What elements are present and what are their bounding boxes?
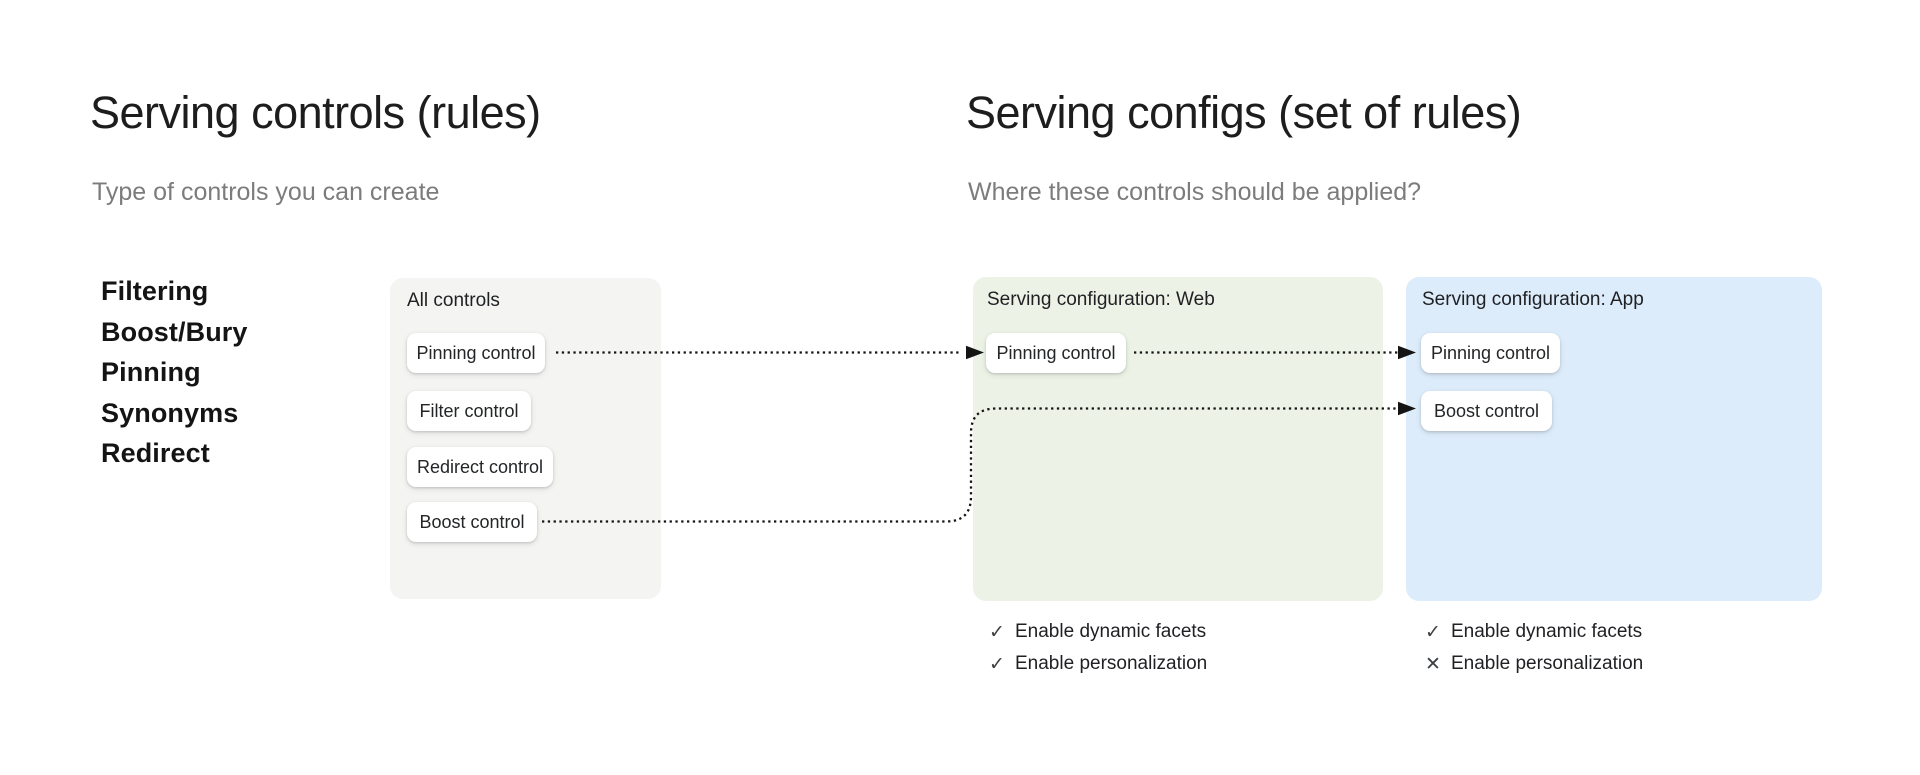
boost-control-chip: Boost control bbox=[407, 502, 537, 542]
app-config-card: Serving configuration: App Pinning contr… bbox=[1406, 277, 1822, 601]
filter-control-chip: Filter control bbox=[407, 391, 531, 431]
feature-label: Enable personalization bbox=[1451, 653, 1644, 674]
control-type-synonyms: Synonyms bbox=[101, 397, 239, 428]
app-config-card-label: Serving configuration: App bbox=[1422, 289, 1644, 310]
feature-label: Enable dynamic facets bbox=[1451, 621, 1643, 642]
left-section-subtitle: Type of controls you can create bbox=[92, 178, 440, 206]
control-type-pinning: Pinning bbox=[101, 357, 201, 387]
web-config-card: Serving configuration: Web Pinning contr… bbox=[973, 277, 1383, 601]
web-pinning-control-chip: Pinning control bbox=[986, 333, 1126, 373]
web-config-card-label: Serving configuration: Web bbox=[987, 289, 1215, 310]
app-feature-dynamic-facets: ✓ Enable dynamic facets bbox=[1425, 621, 1642, 643]
control-type-list: Filtering Boost/Bury Pinning Synonyms Re… bbox=[101, 271, 248, 474]
pinning-control-chip: Pinning control bbox=[407, 333, 545, 373]
check-icon: ✓ bbox=[989, 621, 1005, 643]
control-type-boost-bury: Boost/Bury bbox=[101, 316, 248, 347]
feature-label: Enable dynamic facets bbox=[1015, 621, 1207, 642]
check-icon: ✓ bbox=[989, 653, 1005, 675]
control-type-redirect: Redirect bbox=[101, 438, 210, 468]
control-type-filtering: Filtering bbox=[101, 276, 209, 306]
app-boost-control-chip: Boost control bbox=[1421, 391, 1552, 431]
app-feature-personalization: ✕ Enable personalization bbox=[1425, 653, 1643, 675]
app-pinning-control-chip: Pinning control bbox=[1421, 333, 1560, 373]
all-controls-card: All controls Pinning control Filter cont… bbox=[390, 278, 661, 599]
cross-icon: ✕ bbox=[1425, 653, 1441, 675]
right-section-title: Serving configs (set of rules) bbox=[966, 87, 1522, 138]
check-icon: ✓ bbox=[1425, 621, 1441, 643]
web-feature-dynamic-facets: ✓ Enable dynamic facets bbox=[989, 621, 1206, 643]
web-feature-personalization: ✓ Enable personalization bbox=[989, 653, 1207, 675]
right-section-subtitle: Where these controls should be applied? bbox=[968, 178, 1422, 206]
all-controls-card-label: All controls bbox=[407, 290, 500, 311]
redirect-control-chip: Redirect control bbox=[407, 447, 553, 487]
feature-label: Enable personalization bbox=[1015, 653, 1208, 674]
left-section-title: Serving controls (rules) bbox=[90, 87, 541, 138]
